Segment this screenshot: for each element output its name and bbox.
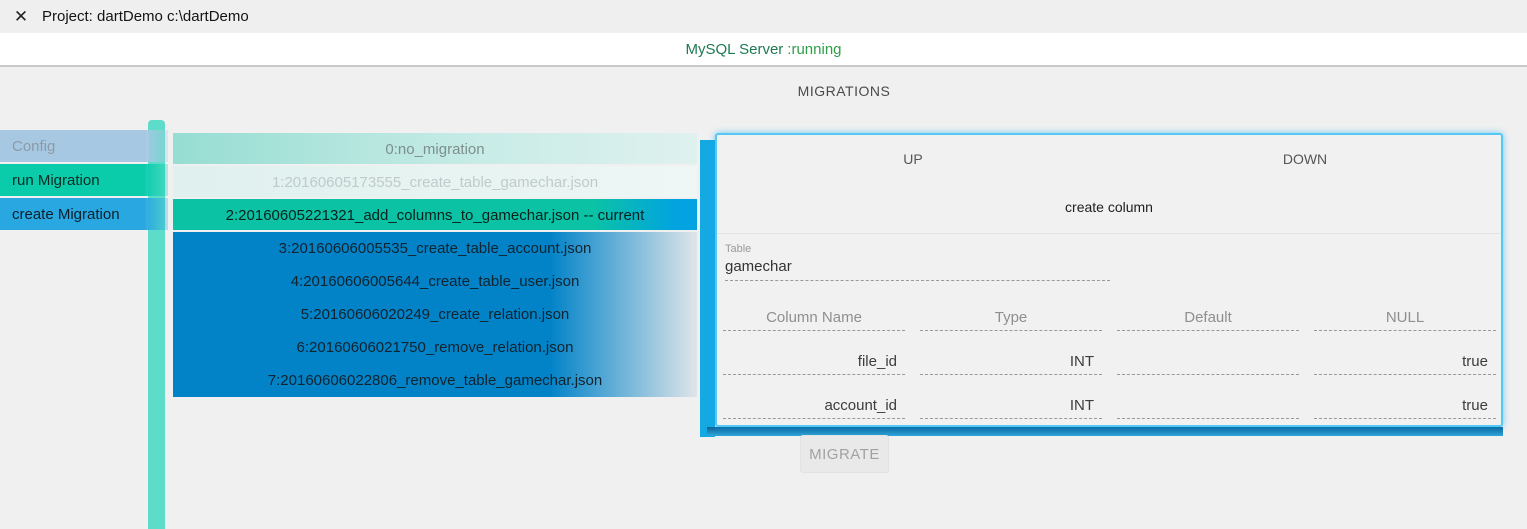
sidebar-item-label: run Migration	[12, 171, 100, 189]
migration-row-0[interactable]: 0:no_migration	[173, 133, 697, 166]
column-header-name: Column Name	[723, 293, 905, 331]
columns-table: Column Name Type Default NULL file_id IN…	[723, 293, 1496, 419]
close-icon[interactable]: ✕	[13, 6, 29, 26]
sidebar-item-run-migration[interactable]: run Migration	[0, 164, 168, 196]
migrate-button[interactable]: MIGRATE	[800, 435, 889, 473]
migration-row-current[interactable]: 2:20160605221321_add_columns_to_gamechar…	[173, 199, 697, 232]
mysql-server-state: :running	[787, 40, 842, 58]
column-header-null: NULL	[1314, 293, 1496, 331]
tab-down[interactable]: DOWN	[1282, 151, 1328, 167]
window-title: Project: dartDemo c:\dartDemo	[42, 8, 249, 25]
column-header-default: Default	[1117, 293, 1299, 331]
migration-row-6[interactable]: 6:20160606021750_remove_relation.json	[296, 339, 574, 356]
table-field-label: Table	[725, 243, 752, 255]
cell-type[interactable]: INT	[920, 331, 1102, 375]
direction-tabs: UP DOWN	[717, 151, 1501, 167]
panel-divider	[717, 233, 1501, 234]
window-titlebar: ✕ Project: dartDemo c:\dartDemo	[0, 0, 1527, 33]
sidebar-item-label: create Migration	[12, 205, 120, 223]
migration-detail-panel: UP DOWN create column Table gamechar Col…	[715, 133, 1503, 427]
sidebar-item-config[interactable]: Config	[0, 130, 168, 162]
migration-row-1[interactable]: 1:20160605173555_create_table_gamechar.j…	[173, 166, 697, 199]
migration-list: 0:no_migration 1:20160605173555_create_t…	[173, 133, 697, 397]
migration-row-5[interactable]: 5:20160606020249_create_relation.json	[300, 306, 570, 323]
migration-pending-block: 3:20160606005535_create_table_account.js…	[173, 232, 697, 397]
sidebar-item-create-migration[interactable]: create Migration	[0, 198, 168, 230]
table-field-value[interactable]: gamechar	[725, 258, 1110, 281]
panel-accent-bottom	[707, 427, 1503, 436]
cell-column-name[interactable]: account_id	[723, 375, 905, 419]
cell-default[interactable]	[1117, 331, 1299, 375]
cell-null[interactable]: true	[1314, 375, 1496, 419]
page-title: MIGRATIONS	[797, 83, 891, 99]
status-bar: MySQL Server :running	[0, 33, 1527, 67]
mysql-server-label: MySQL Server	[685, 40, 784, 58]
cell-default[interactable]	[1117, 375, 1299, 419]
table-name-field[interactable]: Table gamechar	[725, 243, 1110, 281]
tab-up[interactable]: UP	[903, 151, 923, 167]
sidebar-item-label: Config	[12, 137, 56, 155]
cell-column-name[interactable]: file_id	[723, 331, 905, 375]
panel-accent-left	[700, 140, 715, 437]
migration-row-4[interactable]: 4:20160606005644_create_table_user.json	[290, 273, 580, 290]
cell-type[interactable]: INT	[920, 375, 1102, 419]
column-header-type: Type	[920, 293, 1102, 331]
action-title: create column	[1065, 199, 1153, 215]
migration-row-3[interactable]: 3:20160606005535_create_table_account.js…	[278, 240, 592, 257]
migration-row-7[interactable]: 7:20160606022806_remove_table_gamechar.j…	[267, 372, 603, 389]
cell-null[interactable]: true	[1314, 331, 1496, 375]
